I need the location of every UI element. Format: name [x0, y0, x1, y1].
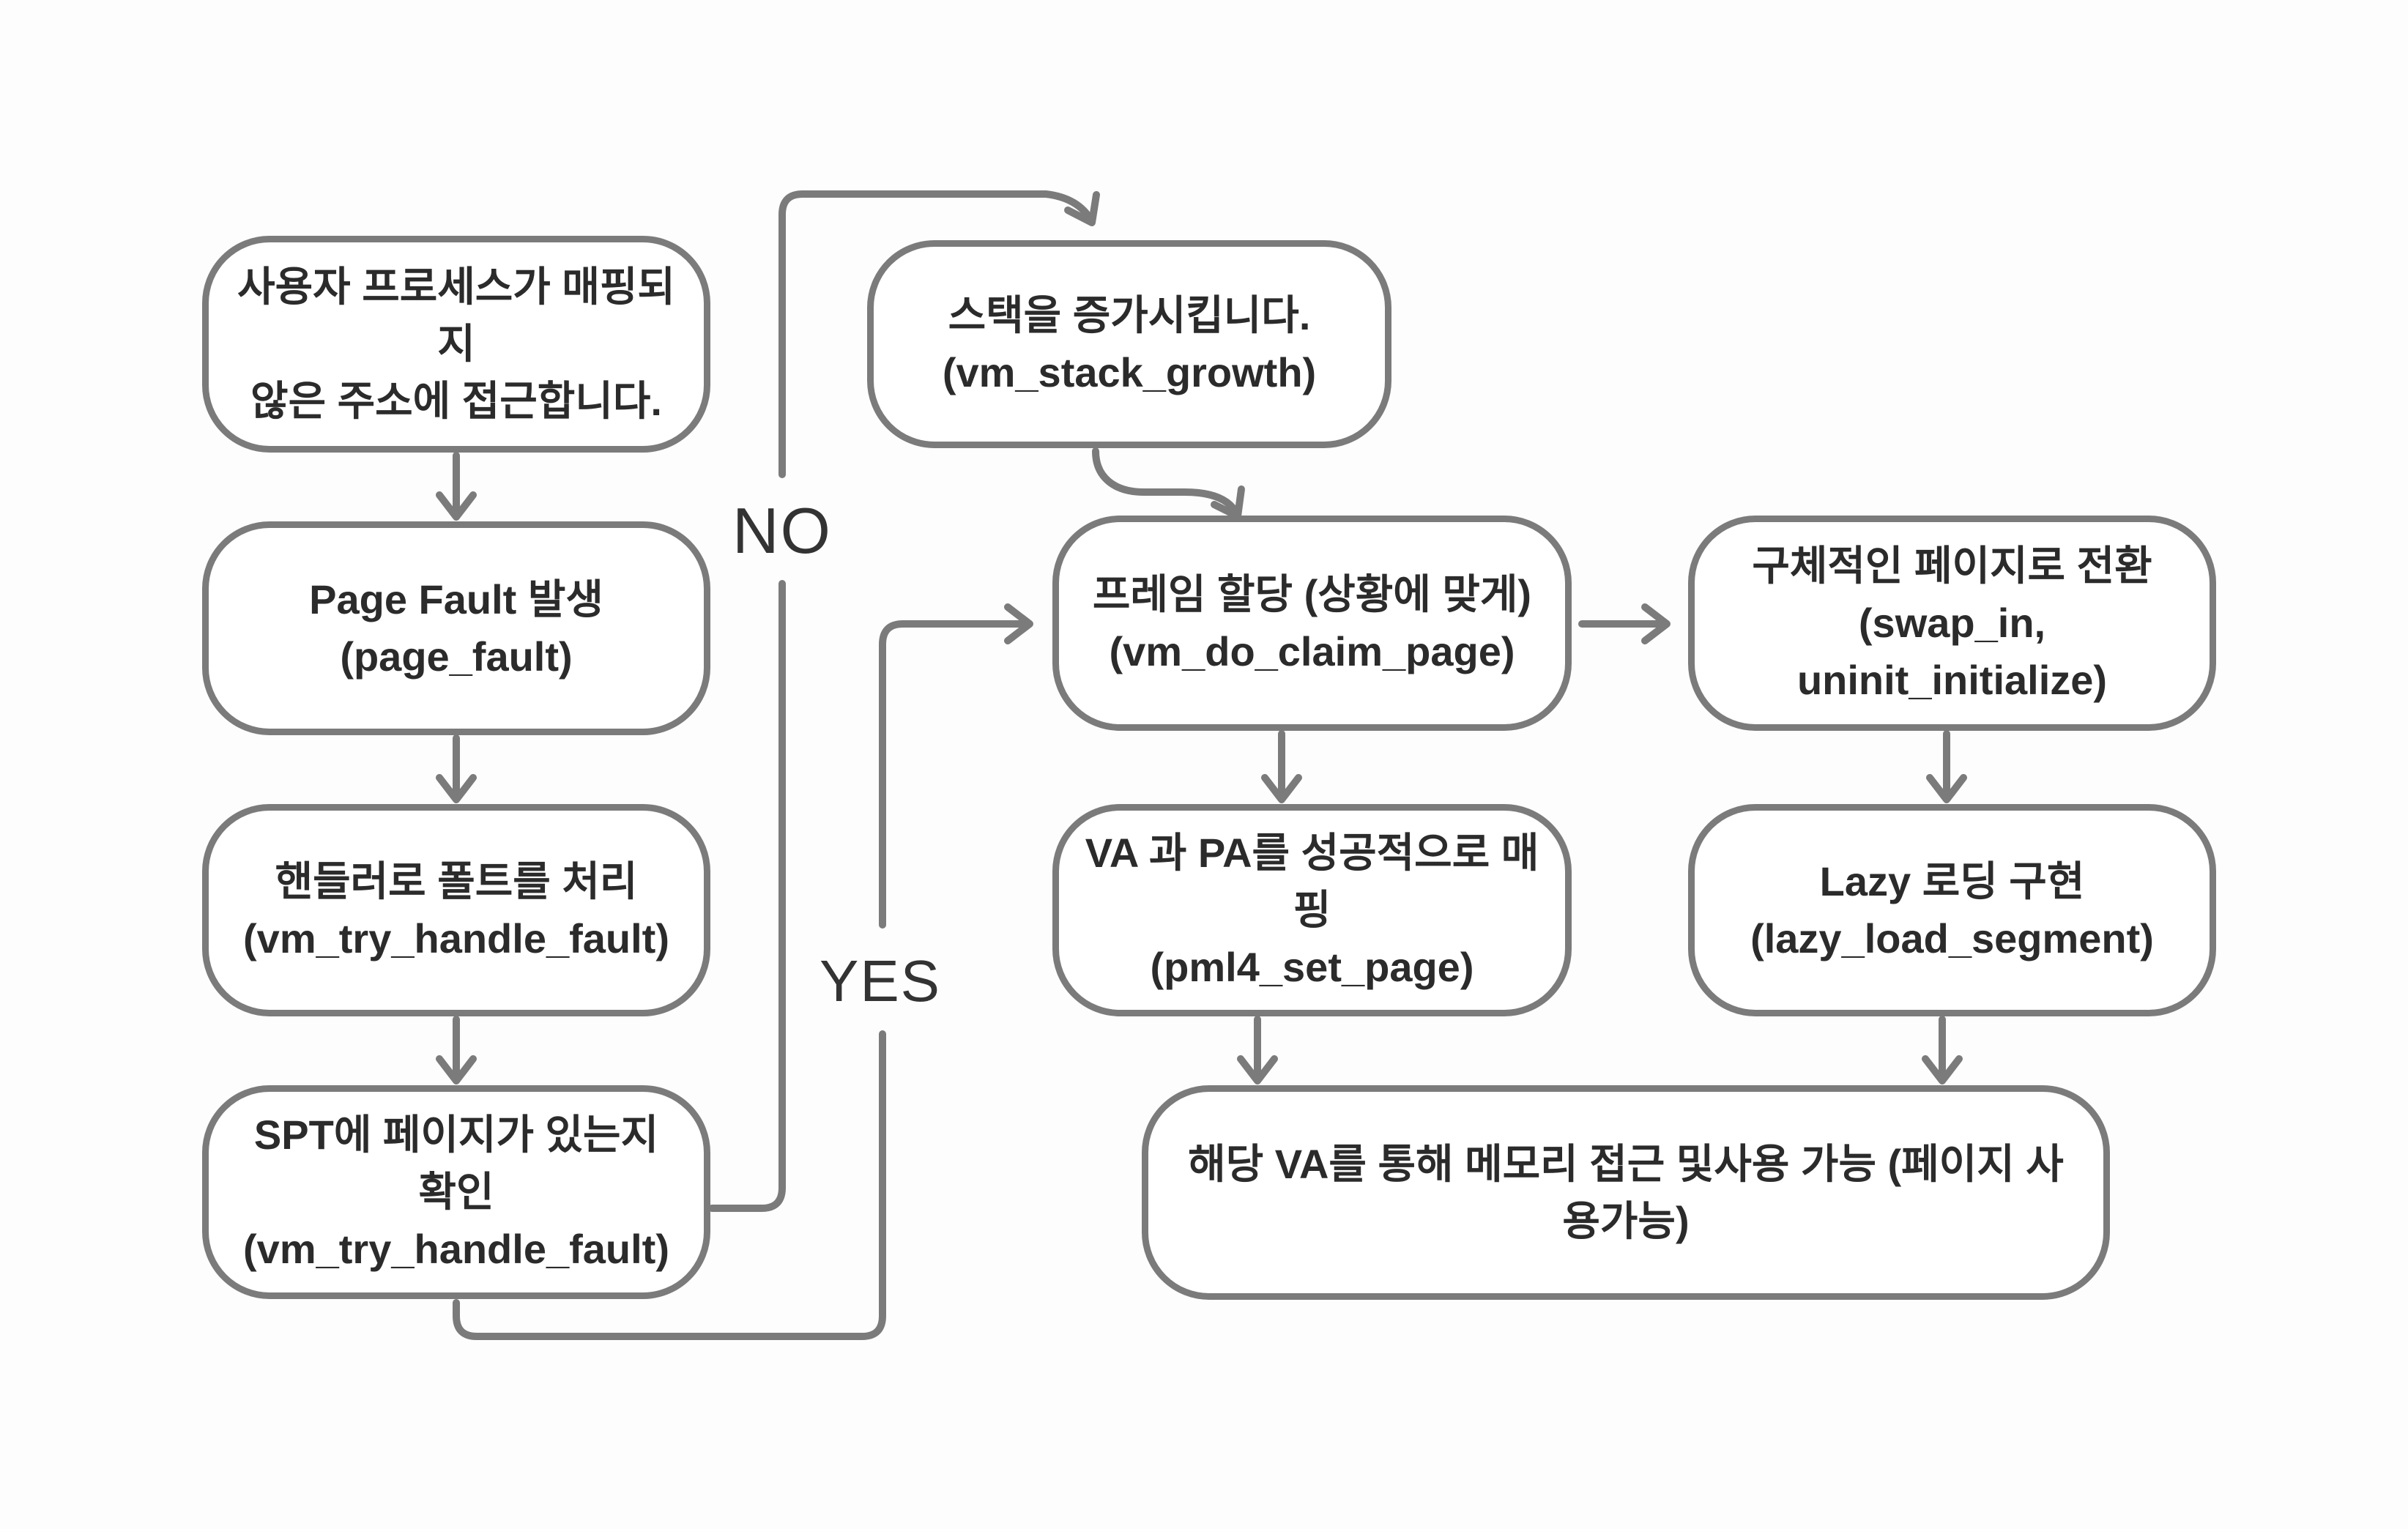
node-handle-fault: 핸들러로 폴트를 처리 (vm_try_handle_fault) — [202, 804, 710, 1016]
node-line: 핸들러로 폴트를 처리 — [275, 858, 638, 904]
edge-no-path — [708, 580, 786, 1212]
node-line: (vm_stack_growth) — [942, 349, 1317, 395]
node-line: Lazy 로딩 구현 — [1819, 858, 2085, 904]
edge-label-yes: YES — [819, 948, 942, 1013]
node-line: VA 과 PA를 성공적으로 매핑 — [1085, 830, 1539, 933]
node-line: (page_fault) — [340, 633, 573, 680]
node-line: 해당 VA를 통해 메모리 접근 및사용 가능 (페이지 사용가능) — [1188, 1140, 2064, 1244]
edge-stack-to-frame — [1092, 447, 1241, 519]
node-user-access: 사용자 프로세스가 매핑되지 않은 주소에 접근합니다. — [202, 236, 710, 453]
node-line: (lazy_load_segment) — [1750, 915, 2154, 961]
node-page-fault: Page Fault 발생 (page_fault) — [202, 521, 710, 735]
node-final: 해당 VA를 통해 메모리 접근 및사용 가능 (페이지 사용가능) — [1142, 1085, 2110, 1300]
arrowhead-icon — [436, 491, 477, 521]
node-line: 사용자 프로세스가 매핑되지 — [237, 264, 675, 367]
node-claim-frame: 프레임 할당 (상황에 맞게) (vm_do_claim_page) — [1052, 516, 1572, 731]
edge-label-no: NO — [732, 494, 832, 567]
node-lazy-loading: Lazy 로딩 구현 (lazy_load_segment) — [1688, 804, 2216, 1016]
node-line: 프레임 할당 (상황에 맞게) — [1092, 571, 1532, 617]
node-spt-check: SPT에 페이지가 있는지 확인 (vm_try_handle_fault) — [202, 1085, 710, 1299]
node-line: (swap_in, uninit_initialize) — [1796, 600, 2108, 703]
node-line: (pml4_set_page) — [1150, 944, 1474, 990]
node-line: Page Fault 발생 — [309, 576, 603, 622]
edge-yes-path — [453, 1030, 886, 1340]
node-line: (vm_do_claim_page) — [1109, 628, 1515, 674]
node-page-transition: 구체적인 페이지로 전환 (swap_in, uninit_initialize… — [1688, 516, 2216, 731]
node-line: 스택을 증가시킵니다. — [948, 292, 1311, 338]
node-line: 구체적인 페이지로 전환 — [1752, 543, 2152, 589]
node-line: SPT에 페이지가 있는지 확인 — [253, 1112, 659, 1215]
node-line: 않은 주소에 접근합니다. — [250, 378, 662, 424]
node-line: (vm_try_handle_fault) — [243, 1226, 669, 1272]
node-line: (vm_try_handle_fault) — [243, 915, 669, 961]
node-map-va-pa: VA 과 PA를 성공적으로 매핑 (pml4_set_page) — [1052, 804, 1572, 1016]
node-stack-growth: 스택을 증가시킵니다. (vm_stack_growth) — [867, 240, 1391, 448]
